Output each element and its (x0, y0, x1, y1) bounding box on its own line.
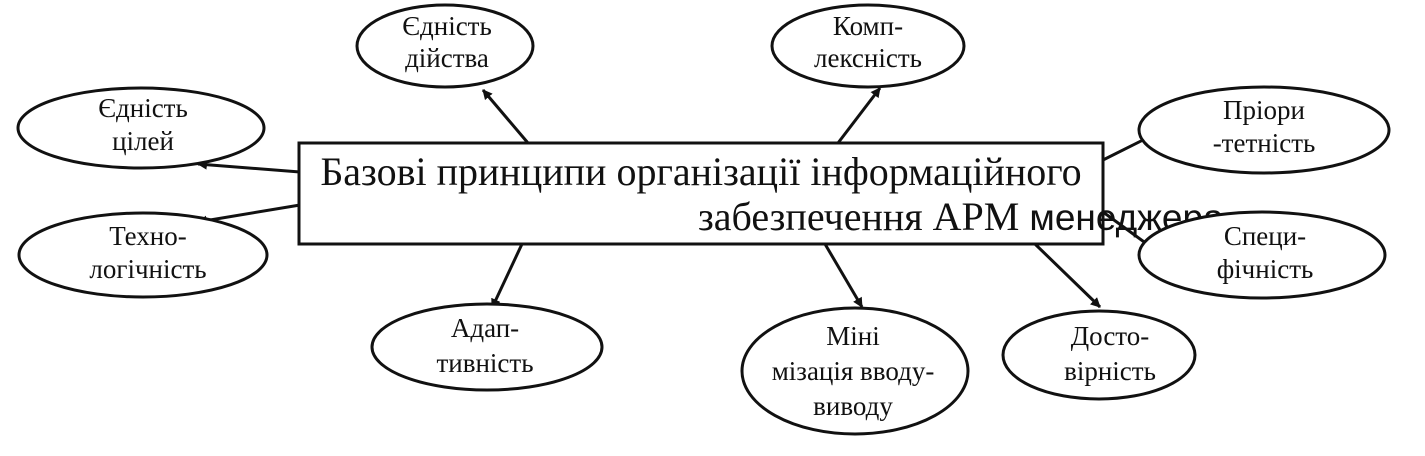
node-reliability: Досто- вірність (1001, 309, 1197, 401)
node-specificity: Специ- фічність (1137, 210, 1387, 300)
node-minimization: Міні мізація вводу- виводу (740, 306, 970, 436)
node-priority: Пріори -тетність (1137, 85, 1391, 175)
node-complexity-line2: лексність (814, 43, 922, 73)
central-title-line1: Базові принципи організації інформаційно… (320, 149, 1081, 194)
central-box-frame (297, 141, 1105, 246)
node-unity-action-line1: Єдність (402, 11, 492, 41)
node-unity-action: Єдність дійства (355, 3, 535, 89)
edges (197, 87, 1168, 309)
arrow-to-adaptivity (490, 243, 524, 309)
node-reliability-line1: Досто- (1071, 321, 1150, 351)
arrow-to-reliability (1033, 242, 1102, 309)
node-unity-goals-ellipse (16, 86, 266, 170)
central-title-line2: забезпечення АРМ менеджера (698, 194, 1224, 239)
arrow-to-minimization (823, 243, 864, 308)
node-reliability-line2: вірність (1064, 356, 1156, 386)
node-minimization-line1: Міні (826, 321, 879, 351)
node-specificity-line1: Специ- (1224, 221, 1306, 251)
node-technology-ellipse (17, 211, 269, 299)
node-technology-line1: Техно- (109, 221, 187, 251)
node-minimization-line3: виводу (813, 391, 893, 421)
arrow-to-complexity (836, 87, 882, 144)
node-specificity-line2: фічність (1217, 254, 1314, 284)
node-adaptivity-line2: тивність (436, 348, 533, 378)
node-adaptivity-ellipse (370, 302, 604, 392)
node-minimization-ellipse (740, 306, 970, 436)
arrow-to-technology (197, 203, 301, 226)
node-technology: Техно- логічність (17, 211, 269, 299)
node-unity-action-ellipse (355, 3, 535, 89)
node-complexity: Комп- лексність (770, 3, 966, 89)
node-reliability-ellipse (1001, 309, 1197, 401)
node-priority-line1: Пріори (1223, 95, 1305, 125)
central-box: Базові принципи організації інформаційно… (297, 141, 1224, 246)
node-priority-ellipse (1137, 85, 1391, 175)
node-complexity-line1: Комп- (833, 11, 903, 41)
node-unity-action-line2: дійства (405, 43, 489, 73)
node-adaptivity: Адап- тивність (370, 302, 604, 392)
node-specificity-ellipse (1137, 210, 1387, 300)
node-adaptivity-line1: Адап- (451, 313, 519, 343)
arrow-to-unity-goals (197, 159, 301, 174)
node-minimization-line2: мізація вводу- (772, 356, 935, 386)
node-unity-goals: Єдність цілей (16, 86, 266, 170)
node-unity-goals-line1: Єдність (98, 93, 188, 123)
central-title-line2-part1: забезпечення АРМ (698, 194, 1029, 239)
arrow-to-unity-action (481, 89, 530, 144)
node-unity-goals-line2: цілей (112, 126, 174, 156)
node-complexity-ellipse (770, 3, 966, 89)
node-technology-line2: логічність (89, 254, 206, 284)
node-priority-line2: -тетність (1213, 128, 1316, 158)
